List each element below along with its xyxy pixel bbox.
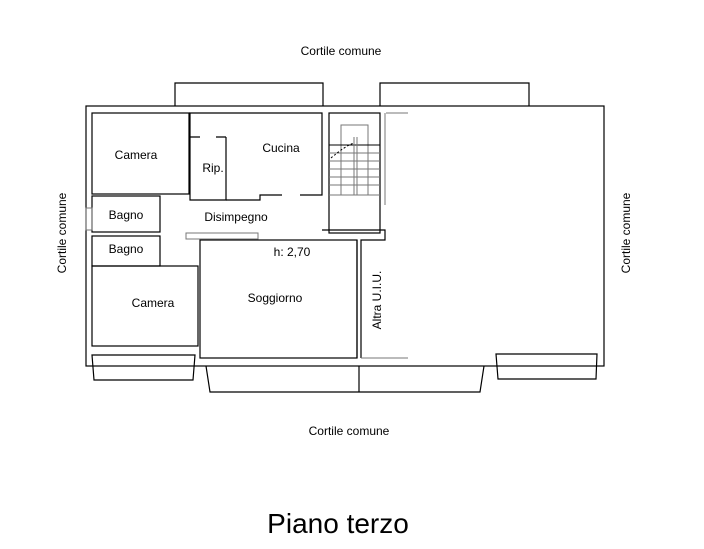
label-disimpegno: Disimpegno	[204, 210, 268, 224]
label-cortile-right: Cortile comune	[619, 192, 633, 273]
label-cortile-left: Cortile comune	[55, 192, 69, 273]
label-ceiling-height: h: 2,70	[274, 245, 311, 259]
stair-steps	[329, 137, 380, 196]
label-camera-bottom: Camera	[132, 296, 175, 310]
balcony-top-right	[379, 82, 530, 106]
room-camera-bottom	[91, 265, 199, 347]
balcony-bottom-right	[495, 353, 598, 380]
wall-rip	[189, 113, 227, 201]
room-soggiorno	[199, 239, 358, 359]
terrace-bottom	[205, 365, 485, 393]
floor-title: Piano terzo	[267, 508, 409, 539]
balcony-bottom-left	[91, 354, 196, 381]
wall-right-unit	[361, 112, 408, 359]
wall-cucina	[189, 112, 323, 201]
label-cucina: Cucina	[262, 141, 300, 155]
label-cortile-top: Cortile comune	[301, 44, 382, 58]
label-rip: Rip.	[202, 161, 223, 175]
label-bagno-2: Bagno	[109, 242, 144, 256]
room-camera-top	[91, 112, 190, 195]
outer-wall	[85, 105, 605, 367]
balcony-top-left	[174, 82, 324, 106]
stairwell	[328, 112, 381, 234]
label-cortile-bottom: Cortile comune	[309, 424, 390, 438]
label-soggiorno: Soggiorno	[248, 291, 303, 305]
door-soggiorno	[185, 232, 259, 240]
label-bagno-1: Bagno	[109, 208, 144, 222]
label-altra-uiu: Altra U.I.U.	[370, 271, 384, 330]
label-camera-top: Camera	[115, 148, 158, 162]
window-strip	[85, 207, 93, 231]
